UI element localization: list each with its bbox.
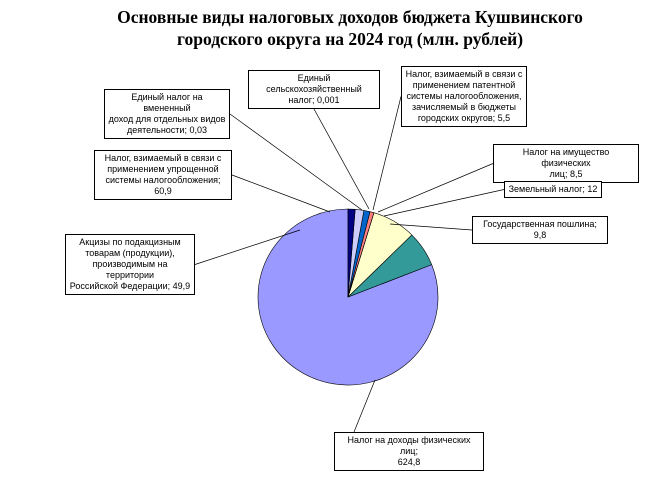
leader-line bbox=[231, 174, 331, 213]
slice-data-label: Налог на доходы физических лиц; 624,8 bbox=[334, 432, 484, 471]
slice-data-label: Единый сельскохозяйственный налог; 0,001 bbox=[248, 70, 380, 109]
slice-data-label: Налог, взимаемый в связи с применением у… bbox=[94, 150, 232, 200]
leader-line bbox=[377, 163, 494, 213]
leader-line bbox=[229, 113, 363, 211]
slice-data-label: Государственная пошлина; 9,8 bbox=[472, 216, 608, 244]
slice-data-label: Налог на имущество физических лиц; 8,5 bbox=[493, 144, 639, 183]
leader-line bbox=[372, 96, 402, 211]
slice-data-label: Налог, взимаемый в связи с применением п… bbox=[401, 66, 527, 127]
leader-line bbox=[194, 229, 301, 265]
slice-data-label: Единый налог на вмененный доход для отде… bbox=[104, 89, 230, 139]
leader-line bbox=[389, 223, 473, 231]
chart-title: Основные виды налоговых доходов бюджета … bbox=[117, 7, 583, 49]
pie-slice bbox=[347, 208, 356, 298]
leader-line bbox=[313, 108, 370, 210]
leader-line bbox=[383, 189, 505, 217]
leader-line bbox=[353, 379, 376, 433]
slice-data-label: Акцизы по подакцизным товарам (продукции… bbox=[65, 234, 195, 295]
slice-data-label: Земельный налог; 12 bbox=[504, 181, 602, 198]
